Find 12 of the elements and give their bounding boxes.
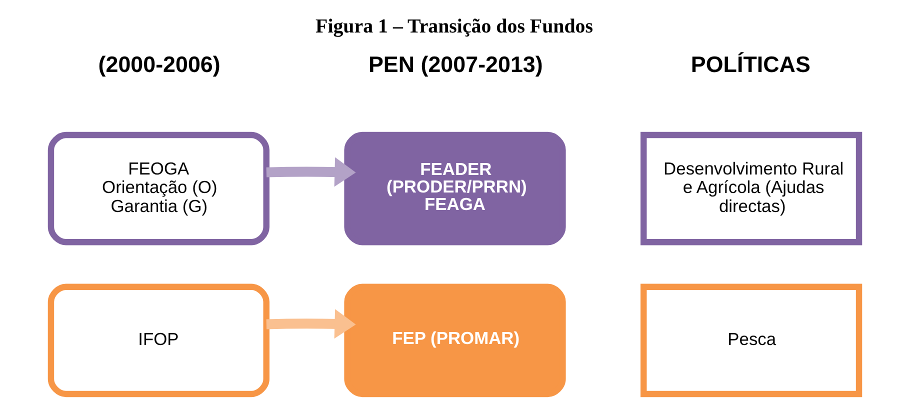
diagram-title: Figura 1 – Transição dos Fundos	[316, 16, 594, 38]
label: POLÍTICAS	[690, 52, 810, 78]
node-box: FEOGA Orientação (O) Garantia (G)	[48, 132, 270, 246]
arrow	[266, 309, 356, 339]
arrow	[266, 157, 356, 187]
node-box: FEP (PROMAR)	[344, 284, 566, 398]
node-box: IFOP	[48, 284, 270, 398]
node-box: Pesca	[640, 284, 862, 398]
label: PEN (2007-2013)	[368, 52, 543, 78]
node-box: FEADER (PRODER/PRRN) FEAGA	[344, 132, 566, 246]
label: (2000-2006)	[98, 52, 220, 78]
node-box: Desenvolvimento Rural e Agrícola (Ajudas directas)	[640, 132, 862, 246]
